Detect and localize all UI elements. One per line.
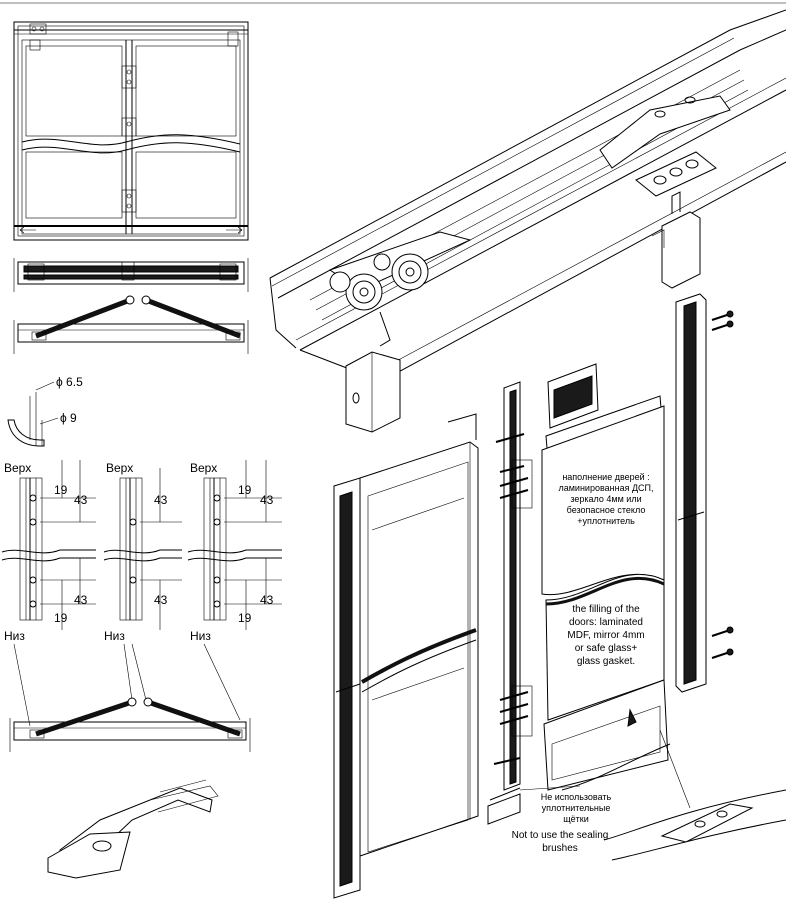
note-brushes-en-2: brushes (542, 843, 578, 854)
dim-19-bottom-3: 19 (238, 611, 252, 625)
dim-43-bottom-3: 43 (260, 593, 274, 607)
note-brushes-ru-3: щётки (563, 814, 589, 824)
top-label-2: Верх (106, 461, 133, 475)
note-filling-en-5: glass gasket. (577, 656, 635, 667)
dim-19-top-3: 19 (238, 483, 252, 497)
filling-panes (541, 363, 671, 791)
plan-view-closed (13, 258, 249, 292)
right-stile (675, 293, 734, 693)
note-brushes: Не использовать уплотнительные щётки Not… (512, 785, 612, 854)
dim-43-top-2: 43 (154, 493, 168, 507)
bottom-track-detail (603, 729, 786, 861)
dimension-detail-center: Верх 43 43 Низ (103, 461, 182, 643)
note-filling-ru-3: зеркало 4мм или (570, 494, 641, 504)
top-track-assembly (269, 9, 786, 433)
dim-43-bottom-1: 43 (74, 593, 88, 607)
note-brushes-ru-1: Не использовать (541, 792, 612, 802)
dim-43-top-1: 43 (74, 493, 88, 507)
note-filling-ru-1: наполнение дверей : (562, 472, 649, 482)
note-filling-en-4: or safe glass+ (575, 643, 638, 654)
middle-stile (487, 381, 533, 825)
note-filling-en: the filling of the doors: laminated MDF,… (567, 604, 644, 667)
note-filling-ru-2: ламинированная ДСП, (558, 483, 653, 493)
bottom-label-2: Низ (104, 629, 125, 643)
track-connector (47, 779, 219, 879)
front-elevation (13, 21, 249, 241)
dim-43-bottom-2: 43 (154, 593, 168, 607)
leader-arrows (13, 643, 241, 727)
dimension-detail-left: Верх 19 43 43 19 Низ (1, 460, 96, 643)
diameter-outer-label: ϕ 6.5 (56, 375, 83, 389)
note-brushes-en-1: Not to use the sealing (512, 830, 609, 841)
note-filling-en-2: doors: laminated (569, 617, 643, 628)
plan-view-bottom (9, 697, 251, 752)
top-label-3: Верх (190, 461, 217, 475)
top-label-1: Верх (4, 461, 31, 475)
note-filling-ru-4: безопасное стекло (567, 505, 646, 515)
note-brushes-ru-2: уплотнительные (542, 803, 611, 813)
diameter-inner-label: ϕ 9 (60, 411, 77, 425)
dim-19-top-1: 19 (54, 483, 68, 497)
note-filling-ru-5: +уплотнитель (577, 516, 635, 526)
dimension-detail-right: Верх 19 43 43 19 Низ (187, 460, 282, 643)
profile-section: ϕ 6.5 ϕ 9 (7, 375, 83, 447)
dim-43-top-3: 43 (260, 493, 274, 507)
bottom-label-1: Низ (4, 629, 25, 643)
plan-view-folded (13, 295, 249, 354)
bottom-label-3: Низ (190, 629, 211, 643)
note-filling-en-1: the filling of the (572, 604, 640, 615)
note-filling-en-3: MDF, mirror 4mm (567, 630, 644, 641)
note-filling-ru: наполнение дверей : ламинированная ДСП, … (558, 472, 653, 526)
dim-19-bottom-1: 19 (54, 611, 68, 625)
door-left (333, 413, 479, 899)
